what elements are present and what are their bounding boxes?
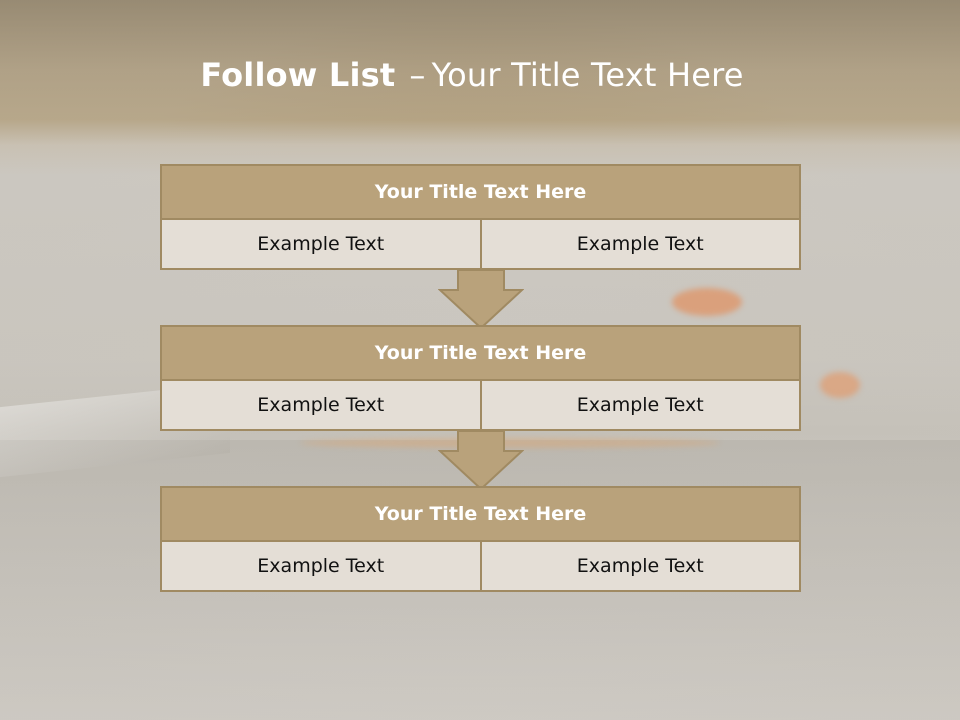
block-row: Example Text Example Text <box>160 542 801 592</box>
block-heading: Your Title Text Here <box>160 325 801 381</box>
slide-title-bold: Follow List <box>200 56 396 94</box>
block-row: Example Text Example Text <box>160 381 801 431</box>
list-block-3: Your Title Text Here Example Text Exampl… <box>160 486 801 592</box>
background-fire <box>300 438 720 448</box>
block-cell-right: Example Text <box>481 381 801 431</box>
down-arrow-icon <box>438 431 524 491</box>
block-cell-right: Example Text <box>481 542 801 592</box>
block-cell-left: Example Text <box>160 542 482 592</box>
slide-title-rest: Your Title Text Here <box>431 56 744 94</box>
background-fire <box>820 372 860 398</box>
list-block-2: Your Title Text Here Example Text Exampl… <box>160 325 801 431</box>
slide-title-dash: – <box>409 56 426 94</box>
background-fire <box>672 288 742 316</box>
block-row: Example Text Example Text <box>160 220 801 270</box>
block-heading: Your Title Text Here <box>160 486 801 542</box>
slide-title: Follow List–Your Title Text Here <box>0 56 944 94</box>
block-heading: Your Title Text Here <box>160 164 801 220</box>
list-block-1: Your Title Text Here Example Text Exampl… <box>160 164 801 270</box>
block-cell-left: Example Text <box>160 381 482 431</box>
block-cell-right: Example Text <box>481 220 801 270</box>
down-arrow-icon <box>438 270 524 330</box>
block-cell-left: Example Text <box>160 220 482 270</box>
